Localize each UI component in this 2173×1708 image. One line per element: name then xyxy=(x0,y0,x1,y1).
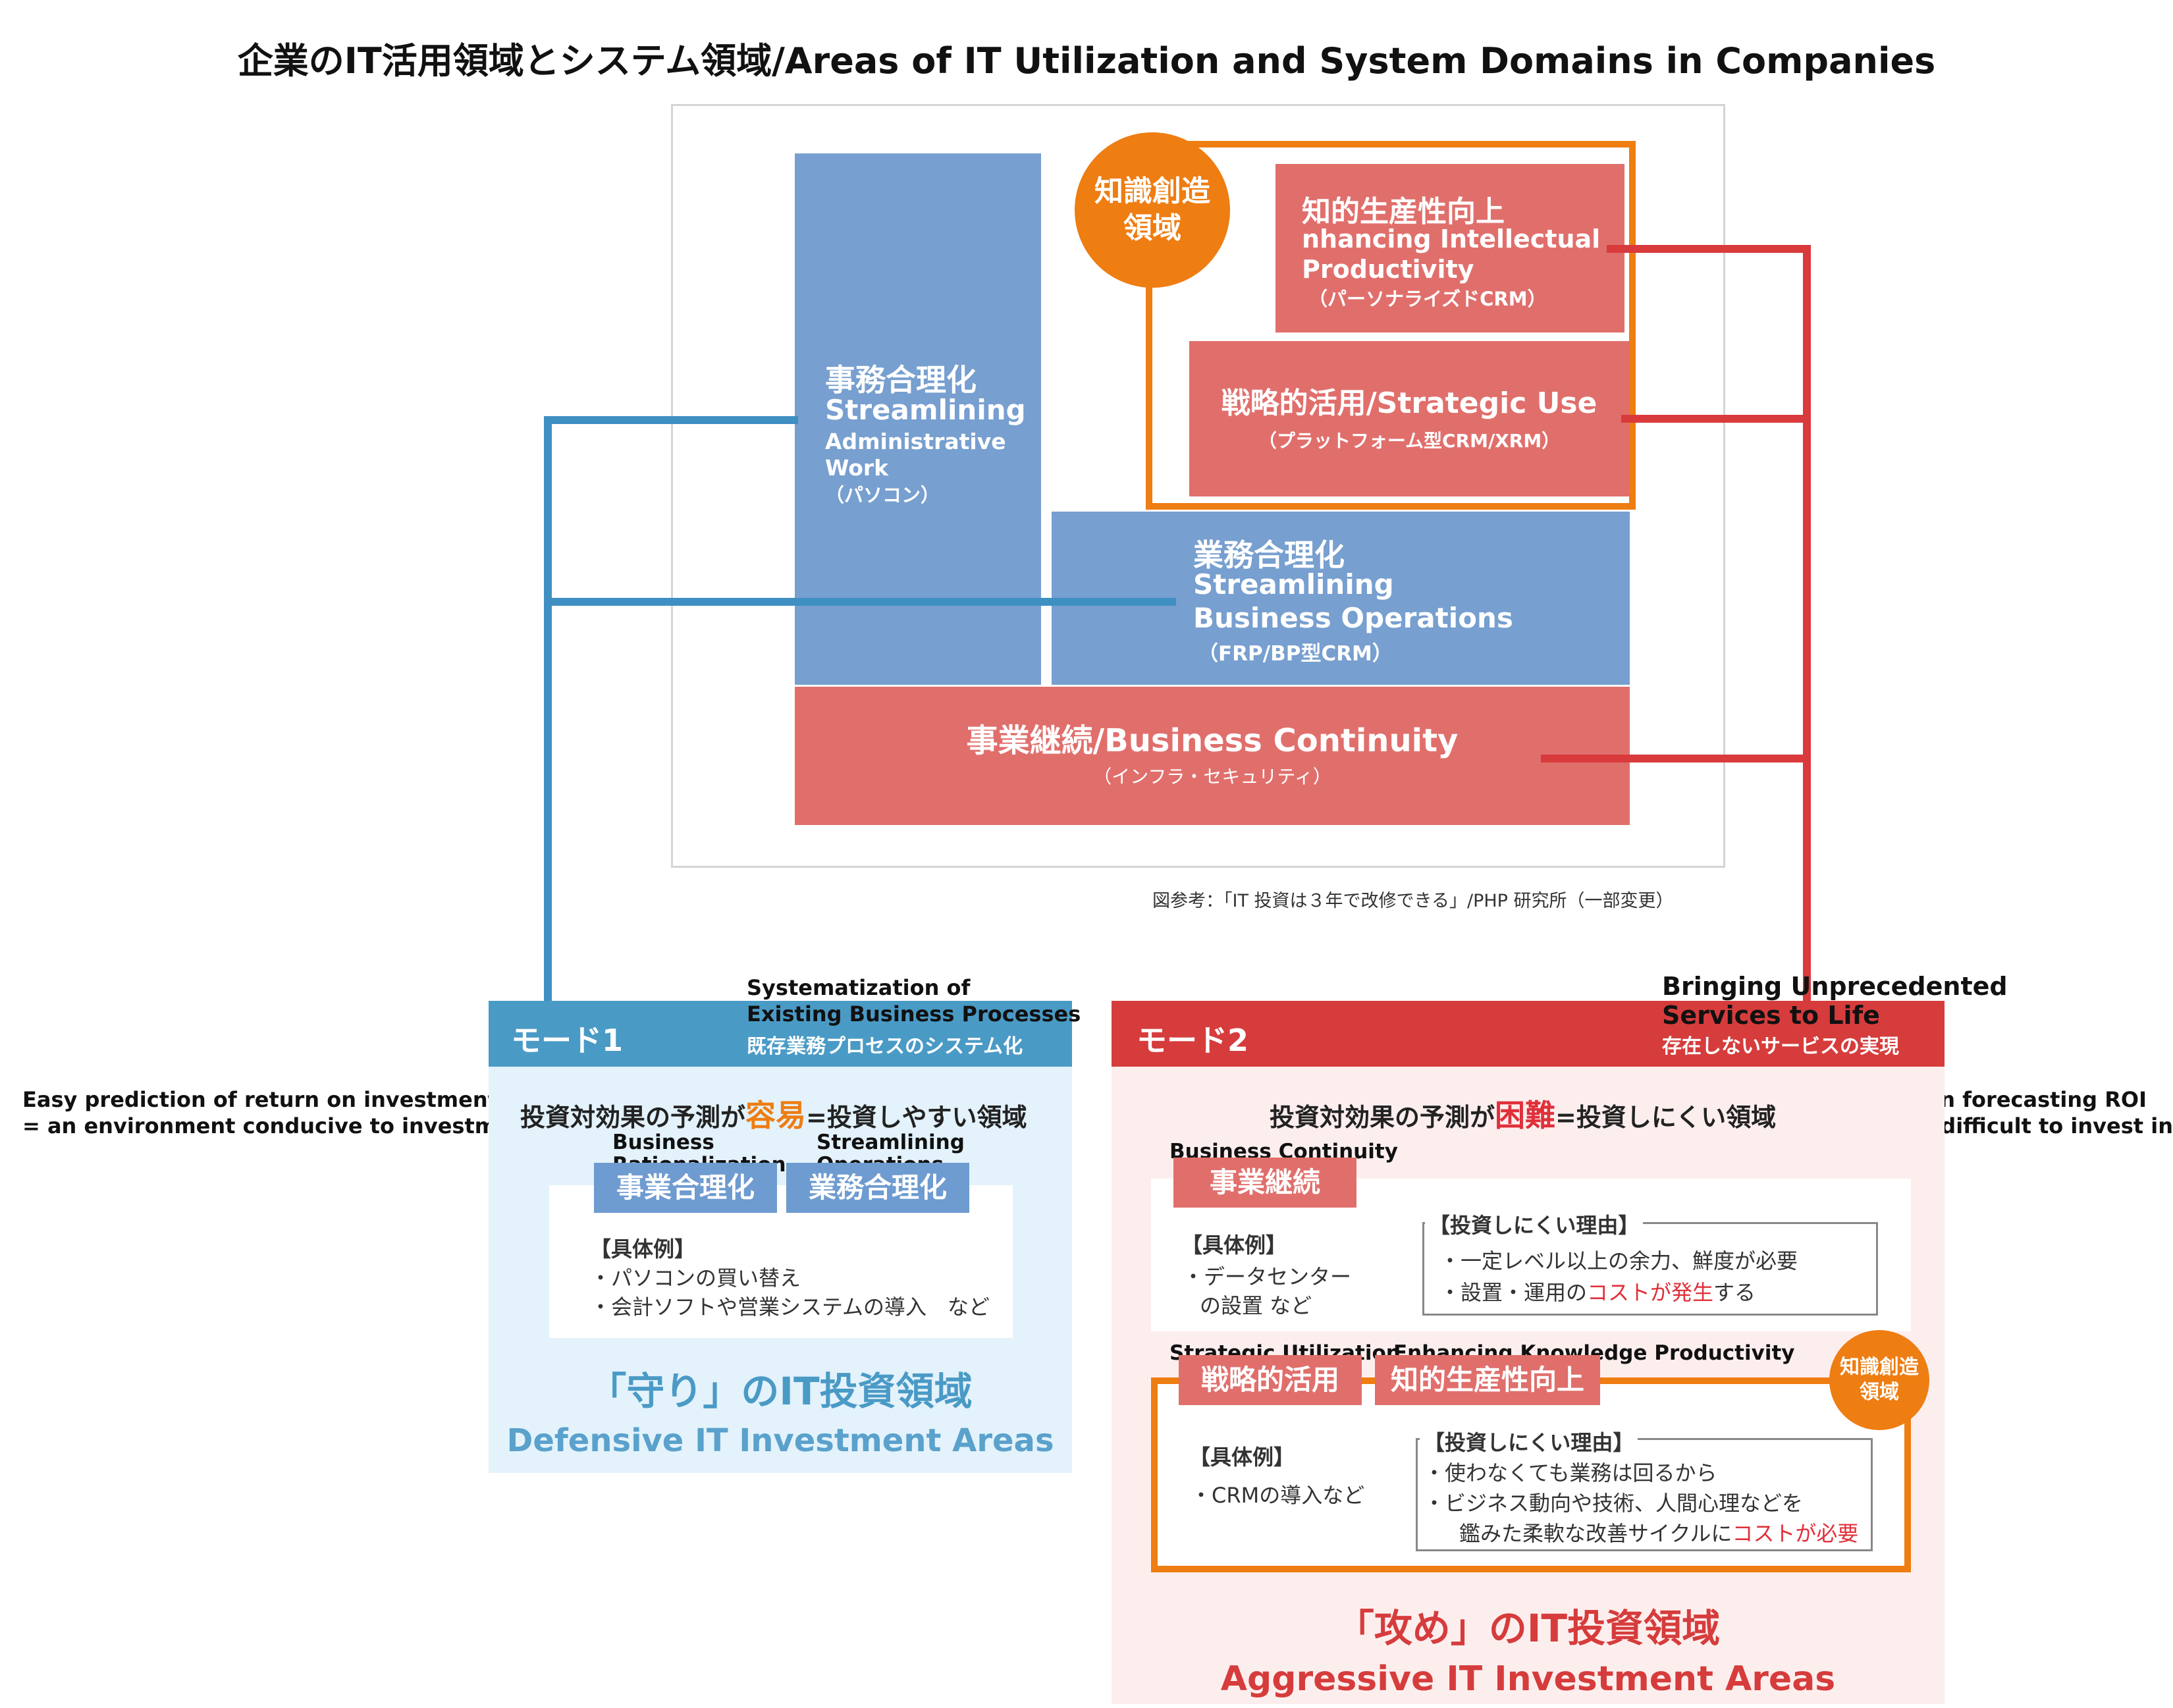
mode2-c2-examples-title: 【具体例】 xyxy=(1189,1445,1295,1470)
mode1-header: モード1 既存業務プロセスのシステム化 xyxy=(489,1001,1072,1067)
mode2-lead-accent: 困難 xyxy=(1495,1098,1556,1133)
continuity-label: 事業継続/Business Continuity xyxy=(966,722,1459,759)
blue-connector xyxy=(544,416,552,1002)
mode1-footer-en: Defensive IT Investment Areas xyxy=(506,1422,1054,1459)
reference-note: 図参考：「IT 投資は３年で改修できる」/PHP 研究所（一部変更） xyxy=(1152,891,1674,911)
mode1-lead-accent: 容易 xyxy=(745,1098,807,1133)
mode1-lead-post: =投資しやすい領域 xyxy=(806,1103,1027,1132)
strategic-label: 戦略的活用/Strategic Use xyxy=(1221,387,1597,420)
admin-streamlining-block: 事務合理化 Streamlining Administrative Work （… xyxy=(795,153,1041,685)
mode2-c2-reason-title: 【投資しにくい理由】 xyxy=(1420,1426,1638,1456)
intellectual-sub-label: （パーソナライズドCRM） xyxy=(1308,288,1547,310)
admin-en1-label: Streamlining xyxy=(825,394,1026,426)
mode2-footer-jp: 「攻め」のIT投資領域 xyxy=(1335,1606,1721,1651)
mode2-header: モード2 存在しないサービスの実現 xyxy=(1112,1001,1945,1067)
mode1-examples-title: 【具体例】 xyxy=(590,1237,696,1262)
business-continuity-block: 事業継続/Business Continuity （インフラ・セキュリティ） xyxy=(795,687,1630,825)
ops-en1-label: Streamlining xyxy=(1193,568,1394,600)
red-connector xyxy=(1621,415,1811,423)
admin-en3-label: Work xyxy=(825,455,889,481)
ops-sub-label: （FRP/BP型CRM） xyxy=(1198,642,1393,666)
continuity-sub-label: （インフラ・セキュリティ） xyxy=(1093,766,1331,787)
blue-connector xyxy=(544,598,1176,606)
red-connector xyxy=(1541,755,1811,762)
mode2-c2-reason-3-red: コストが必要 xyxy=(1732,1521,1859,1546)
mode2-tag-business-continuity: 事業継続 xyxy=(1173,1158,1356,1208)
mode1-header-sub: 既存業務プロセスのシステム化 xyxy=(747,1035,1023,1058)
red-connector xyxy=(1803,245,1811,1002)
mode2-c1-reason-2-red: コストが発生 xyxy=(1587,1280,1714,1305)
mode2-tag-intellectual-productivity: 知的生産性向上 xyxy=(1375,1355,1600,1405)
mode1-tag-business-rationalization: 事業合理化 xyxy=(594,1163,777,1213)
mode2-c1-reason-2: ・設置・運用のコストが発生する xyxy=(1439,1277,1756,1308)
intellectual-jp-label: 知的生産性向上 xyxy=(1302,195,1505,228)
strategic-use-block: 戦略的活用/Strategic Use （プラットフォーム型CRM/XRM） xyxy=(1189,341,1629,496)
mode1-example-1: ・パソコンの買い替え xyxy=(590,1266,801,1291)
mode2-c1-example-2: の設置 など xyxy=(1200,1293,1312,1318)
mode2-c2-example-1: ・CRMの導入など xyxy=(1191,1483,1365,1508)
mode2-panel xyxy=(1112,1001,1945,1704)
left-note-1: Easy prediction of return on investment xyxy=(22,1087,498,1112)
intellectual-en2-label: Productivity xyxy=(1302,255,1474,284)
mode1-header-title: モード1 xyxy=(511,1023,624,1058)
mode2-c1-reason-2-pre: ・設置・運用の xyxy=(1439,1280,1588,1305)
mode2-header-title: モード2 xyxy=(1137,1023,1249,1058)
mode2-c1-reason-2-post: する xyxy=(1713,1280,1756,1305)
admin-en2-label: Administrative xyxy=(825,429,1006,454)
diagram-frame xyxy=(671,104,1725,868)
blue-connector xyxy=(544,416,798,424)
knowledge-creation-circle: 知識創造 領域 xyxy=(1075,132,1230,288)
mode1-tag-streamlining-operations: 業務合理化 xyxy=(786,1163,969,1213)
mode2-header-sub: 存在しないサービスの実現 xyxy=(1662,1035,1899,1058)
mode2-footer-en: Aggressive IT Investment Areas xyxy=(1220,1659,1836,1699)
mode2-c2-reason-box xyxy=(1416,1438,1873,1551)
mode1-tag2-en1: Streamlining xyxy=(817,1131,965,1154)
red-connector xyxy=(1607,245,1811,253)
mode2-top-note-1: Bringing Unprecedented xyxy=(1662,972,2008,1001)
strategic-sub-label: （プラットフォーム型CRM/XRM） xyxy=(1258,430,1561,452)
mode2-c2-reason-2: ・ビジネス動向や技術、人間心理などを xyxy=(1424,1491,1804,1516)
ops-jp-label: 業務合理化 xyxy=(1193,537,1345,573)
mode1-footer-jp: 「守り」のIT投資領域 xyxy=(588,1369,973,1414)
admin-jp-label: 事務合理化 xyxy=(825,362,977,398)
mode2-c1-reason-1: ・一定レベル以上の余力、鮮度が必要 xyxy=(1439,1248,1798,1273)
admin-sub-label: （パソコン） xyxy=(825,484,940,506)
mode2-c1-example-1: ・データセンター xyxy=(1183,1264,1352,1289)
circle-line2: 領域 xyxy=(1123,211,1181,245)
mode2-top-note-2: Services to Life xyxy=(1662,1001,1880,1030)
mode1-lead: 投資対効果の予測が容易=投資しやすい領域 xyxy=(520,1092,1027,1135)
mode2-tag-strategic-utilization: 戦略的活用 xyxy=(1179,1355,1362,1405)
intellectual-productivity-block: 知的生産性向上 nhancing Intellectual Productivi… xyxy=(1275,164,1624,333)
mode1-top-note-1: Systematization of xyxy=(747,975,971,1000)
left-note-2: = an environment conducive to investment xyxy=(22,1113,536,1138)
mode1-lead-pre: 投資対効果の予測が xyxy=(520,1103,746,1132)
mode1-tag1-en1: Business xyxy=(612,1131,714,1154)
mode1-top-note-2: Existing Business Processes xyxy=(747,1001,1081,1027)
circle-line1: 知識創造 xyxy=(1094,174,1210,208)
page-title: 企業のIT活用領域とシステム領域/Areas of IT Utilization… xyxy=(237,40,1936,82)
knowledge-creation-outline xyxy=(1146,141,1636,510)
mode2-c2-reason-3-pre: 鑑みた柔軟な改善サイクルに xyxy=(1459,1521,1732,1546)
mode2-lead: 投資対効果の予測が困難=投資しにくい領域 xyxy=(1270,1092,1776,1135)
mode2-lead-pre: 投資対効果の予測が xyxy=(1270,1103,1495,1132)
ops-en2-label: Business Operations xyxy=(1193,602,1513,634)
mode2-circle-line2: 領域 xyxy=(1860,1381,1899,1404)
intellectual-en1-label: nhancing Intellectual xyxy=(1302,225,1601,254)
mode2-c2-reason-1: ・使わなくても業務は回るから xyxy=(1424,1460,1717,1485)
ops-streamlining-block: 業務合理化 Streamlining Business Operations （… xyxy=(1052,512,1630,685)
mode2-lead-post: =投資しにくい領域 xyxy=(1555,1103,1777,1132)
mode2-c1-reason-title: 【投資しにくい理由】 xyxy=(1425,1209,1644,1239)
mode2-circle-line1: 知識創造 xyxy=(1840,1356,1919,1379)
mode2-knowledge-circle: 知識創造 領域 xyxy=(1829,1330,1929,1430)
mode2-c1-examples-title: 【具体例】 xyxy=(1181,1233,1287,1258)
mode2-c2-reason-3: 鑑みた柔軟な改善サイクルにコストが必要 xyxy=(1459,1518,1858,1549)
mode1-example-2: ・会計ソフトや営業システムの導入 など xyxy=(590,1294,990,1320)
